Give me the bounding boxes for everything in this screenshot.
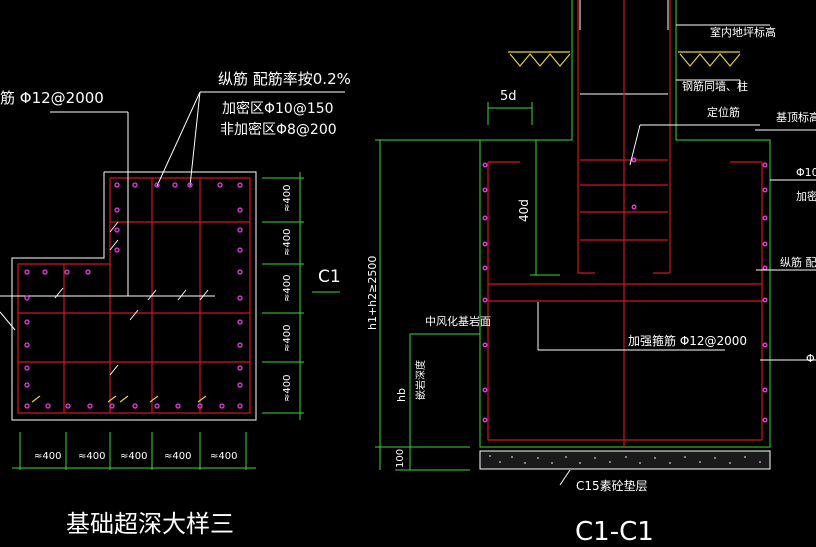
cushion-layer bbox=[479, 450, 771, 470]
label-base-elev: 基顶标高 bbox=[776, 110, 816, 124]
label-nondense-zone: 非加密区Φ8@200 bbox=[220, 121, 337, 138]
label-steel-column: 钢筋同墙、柱 bbox=[682, 79, 748, 93]
label-horizontal-bar: 筋 Φ12@2000 bbox=[0, 89, 104, 107]
svg-text:≈400: ≈400 bbox=[210, 451, 237, 462]
foundation-section-outline bbox=[479, 139, 771, 448]
label-long-bars: 纵筋 配筋率按0.2% bbox=[218, 70, 351, 88]
svg-text:≈400: ≈400 bbox=[282, 375, 293, 402]
bottom-spacing-labels: ≈400 ≈400 ≈400 ≈400 ≈400 bbox=[34, 451, 237, 462]
label-cushion: C15素砼垫层 bbox=[576, 478, 648, 493]
bottom-dimension bbox=[12, 432, 256, 470]
label-5d: 5d bbox=[500, 89, 517, 104]
label-dense-zone: 加密区Φ10@150 bbox=[222, 100, 334, 117]
svg-text:≈400: ≈400 bbox=[282, 229, 293, 256]
corner-hooks bbox=[31, 395, 207, 403]
svg-text:≈400: ≈400 bbox=[282, 325, 293, 352]
vertical-spacing-labels: ≈400 ≈400 ≈400 ≈400 ≈400 bbox=[282, 185, 293, 402]
label-right-top: Φ10 bbox=[796, 166, 816, 179]
svg-text:≈400: ≈400 bbox=[282, 275, 293, 302]
left-foundation-plan bbox=[0, 91, 345, 470]
svg-text:≈400: ≈400 bbox=[34, 451, 61, 462]
label-100: 100 bbox=[395, 449, 406, 468]
left-title: 基础超深大样三 bbox=[66, 510, 234, 538]
svg-text:≈400: ≈400 bbox=[282, 185, 293, 212]
rebar-dots bbox=[24, 182, 243, 409]
section-mark: C1 bbox=[318, 267, 341, 287]
right-title: C1-C1 bbox=[575, 517, 654, 547]
label-right-long: 纵筋 配筋 bbox=[780, 255, 816, 269]
right-dimension bbox=[262, 172, 304, 420]
label-hoop: 加强箍筋 Φ12@2000 bbox=[628, 333, 747, 348]
label-height: h1+h2≥2500 bbox=[366, 256, 379, 330]
foundation-outline bbox=[11, 171, 257, 421]
label-right-dense: 加密区 bbox=[796, 189, 816, 203]
label-locating-bar: 定位筋 bbox=[707, 105, 740, 119]
label-indoor: 室内地坪标高 bbox=[710, 25, 776, 39]
label-right-bottom: Φ bbox=[806, 352, 815, 365]
right-section-drawing bbox=[375, 0, 816, 486]
label-rock-embed: 嵌岩深度 bbox=[414, 360, 427, 400]
svg-text:≈400: ≈400 bbox=[120, 451, 147, 462]
label-hb: hb bbox=[395, 388, 408, 402]
hatch-marks bbox=[54, 221, 209, 376]
label-weathered: 中风化基岩面 bbox=[425, 314, 491, 328]
svg-text:≈400: ≈400 bbox=[78, 451, 105, 462]
label-40d: 40d bbox=[517, 199, 531, 222]
svg-text:≈400: ≈400 bbox=[164, 451, 191, 462]
